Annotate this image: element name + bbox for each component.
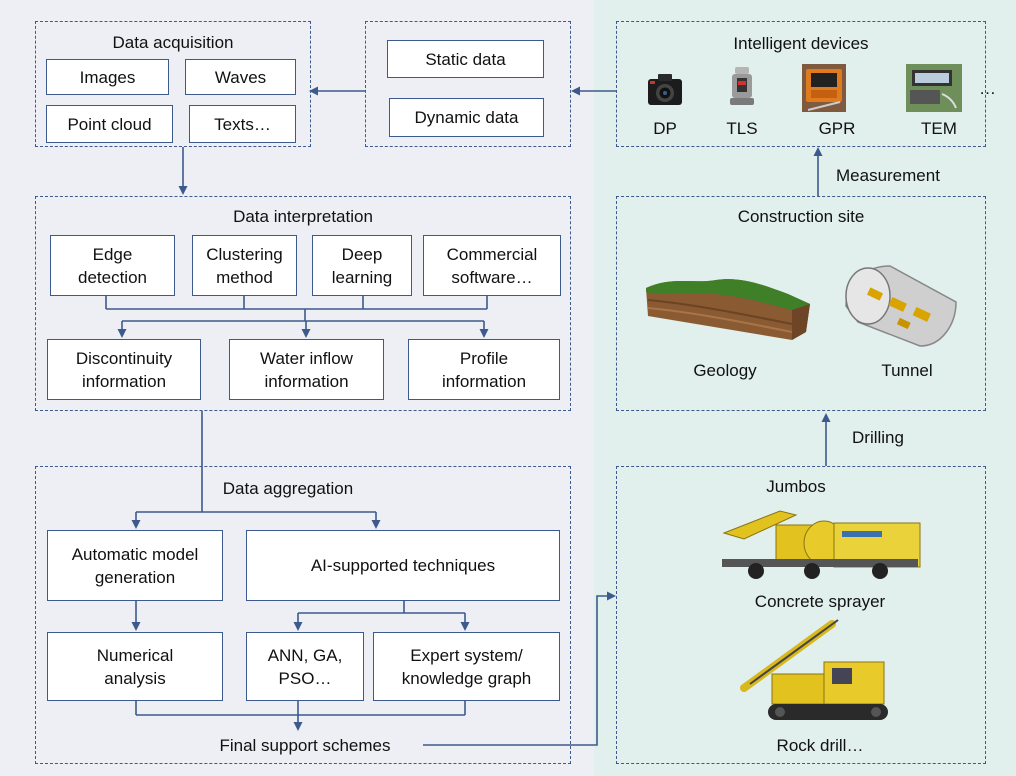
data-acquisition-title: Data acquisition: [112, 33, 234, 52]
expert-system-box: Expert system/ knowledge graph: [373, 632, 560, 701]
point-cloud-box: Point cloud: [46, 105, 173, 143]
clustering-method-box: Clustering method: [192, 235, 297, 296]
concrete-sprayer-image: [722, 510, 921, 579]
jumbos-title: Jumbos: [766, 477, 826, 496]
data-acquisition-group: [35, 21, 311, 147]
intelligent-devices-group: [616, 21, 986, 147]
camera-icon: [648, 74, 682, 105]
measurement-label: Measurement: [836, 166, 940, 185]
device-label-tem: TEM: [921, 119, 957, 138]
data-aggregation-group: [35, 466, 571, 764]
device-label-gpr: GPR: [818, 119, 856, 138]
ai-techniques-box: AI-supported techniques: [246, 530, 560, 601]
more-devices-ellipsis: …: [979, 79, 996, 98]
ann-ga-pso-box: ANN, GA, PSO…: [246, 632, 364, 701]
edge-detection-box: Edge detection: [50, 235, 175, 296]
construction-site-group: [616, 196, 986, 411]
tunnel-model-image: [845, 265, 957, 347]
geology-label: Geology: [693, 361, 757, 380]
waves-box: Waves: [185, 59, 296, 95]
device-label-tls: TLS: [726, 119, 758, 138]
data-source-group: [365, 21, 571, 147]
images-box: Images: [46, 59, 169, 95]
automatic-model-box: Automatic model generation: [47, 530, 223, 601]
rock-drill-image: [740, 619, 888, 720]
geology-model-image: [646, 279, 810, 340]
static-data-box: Static data: [387, 40, 544, 78]
profile-info-box: Profile information: [408, 339, 560, 400]
commercial-software-box: Commercial software…: [423, 235, 561, 296]
intelligent-devices-title: Intelligent devices: [733, 34, 869, 53]
dynamic-data-box: Dynamic data: [389, 98, 544, 137]
tem-device-icon: [906, 64, 962, 112]
concrete-sprayer-label: Concrete sprayer: [754, 592, 886, 611]
laser-scanner-icon: [730, 67, 754, 105]
texts-box: Texts…: [189, 105, 296, 143]
numerical-analysis-box: Numerical analysis: [47, 632, 223, 701]
arrow-final-to-jumbos: [423, 591, 616, 746]
drilling-label: Drilling: [852, 428, 904, 447]
discontinuity-info-box: Discontinuity information: [47, 339, 201, 400]
data-aggregation-title: Data aggregation: [222, 479, 354, 498]
gpr-device-icon: [802, 64, 846, 112]
tunnel-label: Tunnel: [881, 361, 933, 380]
deep-learning-box: Deep learning: [312, 235, 412, 296]
data-interpretation-group: [35, 196, 571, 411]
construction-site-title: Construction site: [737, 207, 865, 226]
rock-drill-label: Rock drill…: [776, 736, 864, 755]
data-interpretation-title: Data interpretation: [233, 207, 373, 226]
jumbos-group: [616, 466, 986, 764]
device-label-dp: DP: [653, 119, 677, 138]
water-inflow-info-box: Water inflow information: [229, 339, 384, 400]
final-support-schemes: Final support schemes: [219, 736, 391, 755]
